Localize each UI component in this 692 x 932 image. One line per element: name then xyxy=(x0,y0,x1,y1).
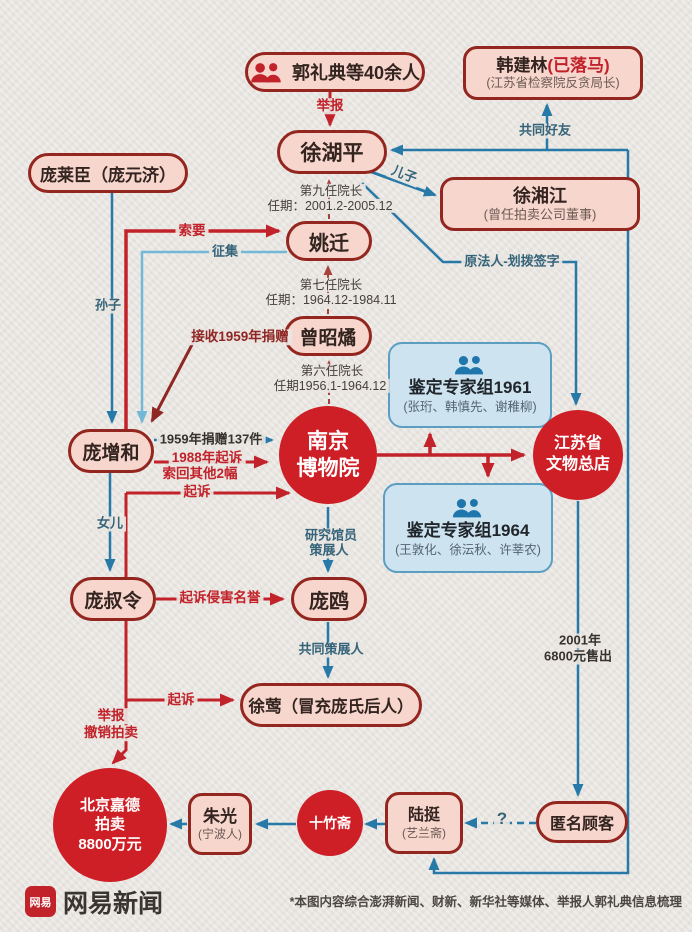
person-name: 徐湘江 xyxy=(513,185,567,206)
edge-label-jieshou: 接收1959年捐赠 xyxy=(188,329,292,345)
people-icon xyxy=(251,63,281,83)
node-title: 鉴定专家组1961 xyxy=(408,378,532,398)
node-label: 郭礼典等40余人 xyxy=(291,63,421,83)
node-label-line: 南京 xyxy=(307,429,349,453)
edge-label-1988-lawsuit: 1988年起诉 xyxy=(168,450,246,466)
node-label-line: 8800万元 xyxy=(78,835,142,853)
netease-brand: 网易新闻 xyxy=(63,890,164,918)
node-label: 徐湖平 xyxy=(300,142,364,165)
node-shizhuzhai: 十竹斋 xyxy=(297,790,363,856)
node-label: 庞叔令 xyxy=(84,590,142,612)
node-nanjing-museum: 南京 博物院 xyxy=(279,406,377,504)
edge-label-sale-year: 2001年 xyxy=(556,633,604,649)
node-hanjianlin: 韩建林(已落马) (江苏省检察院反贪局长) xyxy=(463,46,643,100)
source-note: *本图内容综合澎湃新闻、财新、新华社等媒体、举报人郭礼典信息梳理 xyxy=(289,895,682,909)
edge-label-mutual-friend: 共同好友 xyxy=(515,123,575,139)
node-members: (张珩、韩慎先、谢稚柳) xyxy=(403,400,537,415)
node-yaoqian: 姚迁 xyxy=(286,221,372,261)
node-subtitle: (江苏省检察院反贪局长) xyxy=(486,75,620,90)
node-xuxiangjiang: 徐湘江 (曾任拍卖公司董事) xyxy=(440,177,640,231)
node-members: (王敦化、徐沄秋、许莘农) xyxy=(395,543,541,558)
node-label: 庞增和 xyxy=(82,442,140,464)
edge-label-donation-137: 1959年捐赠137件 xyxy=(156,432,266,448)
node-label-line: 拍卖 xyxy=(94,816,125,834)
node-pangzenghe: 庞增和 xyxy=(68,429,154,473)
node-label: 庞莱臣（庞元济） xyxy=(40,165,176,185)
edge-label-suohui: 索回其他2幅 xyxy=(159,466,241,482)
node-label-line: 文物总店 xyxy=(545,456,610,473)
edge-label-dean6-title: 第六任院长 xyxy=(297,363,367,379)
node-expert-group-1961: 鉴定专家组1961 (张珩、韩慎先、谢稚柳) xyxy=(388,342,552,428)
edge-label-curator: 策展人 xyxy=(306,543,352,559)
node-title: 鉴定专家组1964 xyxy=(406,521,530,541)
edge-suoyao xyxy=(124,224,281,429)
netease-logo-text: 网易 xyxy=(29,896,52,909)
edge-label-yuanfaren: 原法人-划拨签字 xyxy=(461,254,563,270)
node-pangou: 庞鸥 xyxy=(291,577,367,621)
person-name: 朱光 xyxy=(203,806,237,826)
node-jiangsu-store: 江苏省 文物总店 xyxy=(533,410,623,500)
node-label: 徐莺（冒充庞氏后人） xyxy=(248,698,414,716)
node-zengzhaoyu: 曾昭燏 xyxy=(284,316,372,356)
node-label: 庞鸥 xyxy=(309,590,349,613)
person-name: 陆挺 xyxy=(407,806,440,824)
node-expert-group-1964: 鉴定专家组1964 (王敦化、徐沄秋、许莘农) xyxy=(383,483,553,573)
people-icon xyxy=(454,356,484,375)
edge-jieshou-donation xyxy=(150,335,284,423)
node-label-line: 博物院 xyxy=(296,457,360,480)
node-label: 十竹斋 xyxy=(309,814,351,831)
node-label: 姚迁 xyxy=(309,232,349,255)
node-subtitle: (曾任拍卖公司董事) xyxy=(483,207,597,223)
node-luting: 陆挺 (艺兰斋) xyxy=(385,792,463,854)
edge-label-researcher: 研究馆员 xyxy=(301,528,361,544)
node-label-line: 江苏省 xyxy=(553,435,602,453)
edge-label-cocurator: 共同策展人 xyxy=(295,642,367,658)
edge-label-dean7-title: 第七任院长 xyxy=(296,277,366,293)
node-label-line: 北京嘉德 xyxy=(79,796,140,814)
node-zhuguang: 朱光 (宁波人) xyxy=(188,793,252,855)
node-subtitle: (宁波人) xyxy=(198,827,242,842)
edge-label-lawsuit-xuying: 起诉 xyxy=(164,692,198,708)
edge-label-dean9-title: 第九任院长 xyxy=(296,183,366,199)
edge-label-jubao-top: 举报 xyxy=(313,98,347,114)
edge-label-defame-lawsuit: 起诉侵害名誉 xyxy=(176,590,264,606)
edge-label-dean9-term: 任期：2001.2-2005.12 xyxy=(264,198,396,214)
edge-label-dean7-term: 任期：1964.12-1984.11 xyxy=(262,292,400,308)
node-xuhuping: 徐湖平 xyxy=(277,130,387,174)
edge-label-daughter: 女儿 xyxy=(93,516,127,532)
edge-label-sale-price: 6800元售出 xyxy=(541,649,615,665)
people-icon xyxy=(452,499,482,518)
edge-label-zhengji: 征集 xyxy=(208,244,242,260)
edge-label-lawsuit-museum: 起诉 xyxy=(180,484,214,500)
node-panglaichen: 庞莱臣（庞元济） xyxy=(28,153,188,193)
node-beijing-jiade: 北京嘉德 拍卖 8800万元 xyxy=(53,768,167,882)
edge-friend-long xyxy=(428,150,630,875)
edge-label-grandson: 孙子 xyxy=(91,298,125,314)
node-title: 韩建林(已落马) xyxy=(496,55,609,76)
edge-label-chexiao: 撤销拍卖 xyxy=(81,725,141,741)
edge-label-question: ? xyxy=(493,809,511,829)
node-anonymous-customer: 匿名顾客 xyxy=(536,801,628,843)
node-guolidian: 郭礼典等40余人 xyxy=(245,52,425,92)
edge-label-suoyao: 索要 xyxy=(175,223,209,239)
edge-label-dean6-term: 任期1956.1-1964.12 xyxy=(270,378,390,394)
edge-erzi xyxy=(365,168,437,197)
node-pangshuling: 庞叔令 xyxy=(70,577,156,621)
node-label: 匿名顾客 xyxy=(549,816,614,833)
node-subtitle: (艺兰斋) xyxy=(402,825,446,840)
node-label: 曾昭燏 xyxy=(299,327,357,349)
person-name: 韩建林 xyxy=(496,55,548,75)
edge-label-jubao-bottom: 举报 xyxy=(94,708,128,724)
netease-logo: 网易 xyxy=(25,886,56,917)
node-xuying: 徐莺（冒充庞氏后人） xyxy=(240,683,422,727)
status-badge: (已落马) xyxy=(547,55,610,75)
